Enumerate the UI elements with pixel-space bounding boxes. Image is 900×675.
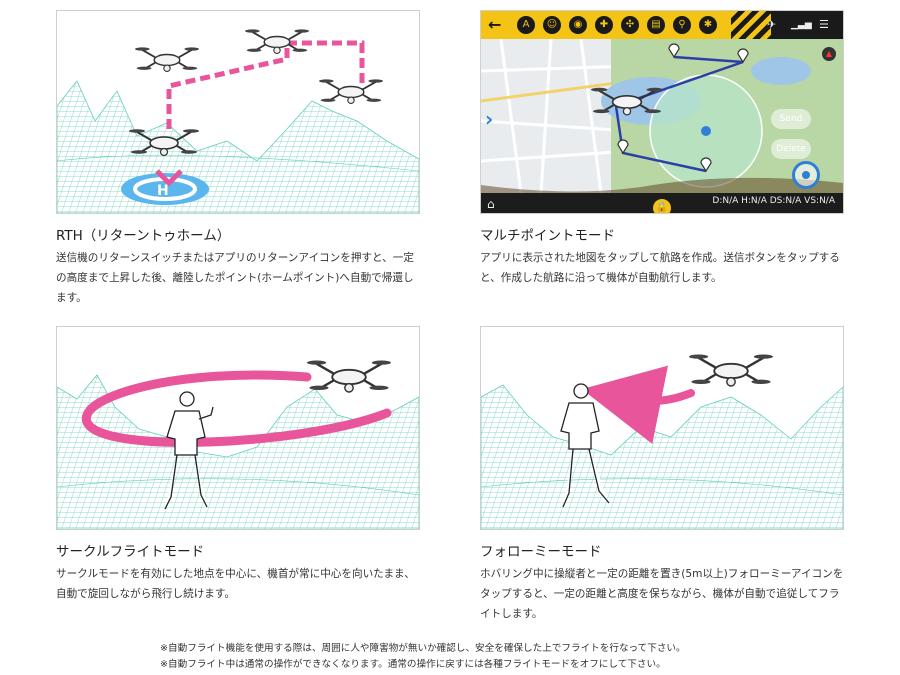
delete-button[interactable]: Delete xyxy=(771,139,811,159)
feature-card-rth: H RTH（リターントゥホーム） 送信機のリターンスイッチまたはアプリのリターン… xyxy=(56,10,420,304)
trim-icon[interactable]: ✣ xyxy=(621,16,639,34)
note-line: ※自動フライト機能を使用する際は、周囲に人や障害物が無いか確認し、安全を確保した… xyxy=(160,643,686,654)
feature-title: サークルフライトモード xyxy=(56,544,205,560)
lock-icon[interactable]: 🔒 xyxy=(653,199,671,213)
feature-title: フォローミーモード xyxy=(480,544,602,560)
person-figure xyxy=(164,391,214,510)
feature-card-multipoint: ← A ☺ ◉ ✚ ✣ ▤ ⚲ ✱ ✈ ▁▃▅ ☰ ▲ › Send Delet… xyxy=(480,10,844,284)
drone-icon[interactable]: ✈ xyxy=(767,18,777,31)
drone-icon xyxy=(135,46,199,73)
waypoint-marker[interactable] xyxy=(700,157,712,173)
altitude-icon[interactable]: A xyxy=(517,16,535,34)
drone-icon xyxy=(245,28,309,55)
compass-icon: ▲ xyxy=(822,47,836,61)
follow-arrow xyxy=(581,365,695,445)
feature-title: RTH（リターントゥホーム） xyxy=(56,228,231,244)
waypoint-icon[interactable]: ▤ xyxy=(647,16,665,34)
waypoint-marker[interactable] xyxy=(617,139,629,155)
waypoint-marker[interactable] xyxy=(737,48,749,64)
return-path xyxy=(166,40,365,129)
terrain-mesh xyxy=(57,374,419,529)
svg-text:H: H xyxy=(157,183,169,199)
user-location-dot xyxy=(701,126,711,136)
circle-orbit xyxy=(81,370,392,447)
camera-icon[interactable]: ◉ xyxy=(569,16,587,34)
descend-arrow xyxy=(155,169,183,187)
home-icon[interactable]: ⌂ xyxy=(487,197,495,211)
terrain-mesh xyxy=(57,80,419,213)
feature-description: アプリに表示された地図をタップして航路を作成。送信ボタンをタップすると、作成した… xyxy=(480,252,840,284)
app-screenshot: ← A ☺ ◉ ✚ ✣ ▤ ⚲ ✱ ✈ ▁▃▅ ☰ ▲ › Send Delet… xyxy=(480,10,844,214)
gamepad-icon[interactable]: ✚ xyxy=(595,16,613,34)
safety-notes: ※自動フライト機能を使用する際は、周囲に人や障害物が無いか確認し、安全を確保した… xyxy=(160,641,780,673)
menu-icon[interactable]: ☰ xyxy=(819,18,829,31)
note-line: ※自動フライト中は通常の操作ができなくなります。通常の操作に戻すには各種フライト… xyxy=(160,659,666,670)
terrain-mesh xyxy=(481,384,843,529)
drone-icon xyxy=(307,359,391,394)
telemetry-status: D:N/A H:N/A DS:N/A VS:N/A xyxy=(712,196,835,206)
map-view[interactable]: ← A ☺ ◉ ✚ ✣ ▤ ⚲ ✱ ✈ ▁▃▅ ☰ ▲ › Send Delet… xyxy=(481,11,843,213)
feature-description: ホバリング中に操縦者と一定の距離を置き(5m以上)フォローミーアイコンをタップす… xyxy=(480,568,844,620)
feature-title: マルチポイントモード xyxy=(480,228,615,244)
circle-illustration xyxy=(56,326,420,530)
back-icon[interactable]: ← xyxy=(488,15,502,34)
rth-illustration: H xyxy=(56,10,420,214)
person-figure xyxy=(560,383,610,508)
locate-icon[interactable] xyxy=(792,161,820,189)
feature-card-follow: フォローミーモード ホバリング中に操縦者と一定の距離を置き(5m以上)フォローミ… xyxy=(480,326,844,620)
follow-illustration xyxy=(480,326,844,530)
drone-icon xyxy=(689,353,773,388)
feature-description: 送信機のリターンスイッチまたはアプリのリターンアイコンを押すと、一定の高度まで上… xyxy=(56,252,414,304)
gesture-icon[interactable]: ☺ xyxy=(543,16,561,34)
drone-icon xyxy=(319,78,383,105)
feature-description: サークルモードを有効にした地点を中心に、機首が常に中心を向いたまま、自動で旋回し… xyxy=(56,568,415,600)
chevron-left-icon[interactable]: › xyxy=(485,107,494,131)
feature-card-circle: サークルフライトモード サークルモードを有効にした地点を中心に、機首が常に中心を… xyxy=(56,326,420,600)
signal-icon: ▁▃▅ xyxy=(791,20,812,30)
follow-icon[interactable]: ⚲ xyxy=(673,16,691,34)
circle-icon[interactable]: ✱ xyxy=(699,16,717,34)
waypoint-marker[interactable] xyxy=(668,43,680,59)
send-button[interactable]: Send xyxy=(771,109,811,129)
